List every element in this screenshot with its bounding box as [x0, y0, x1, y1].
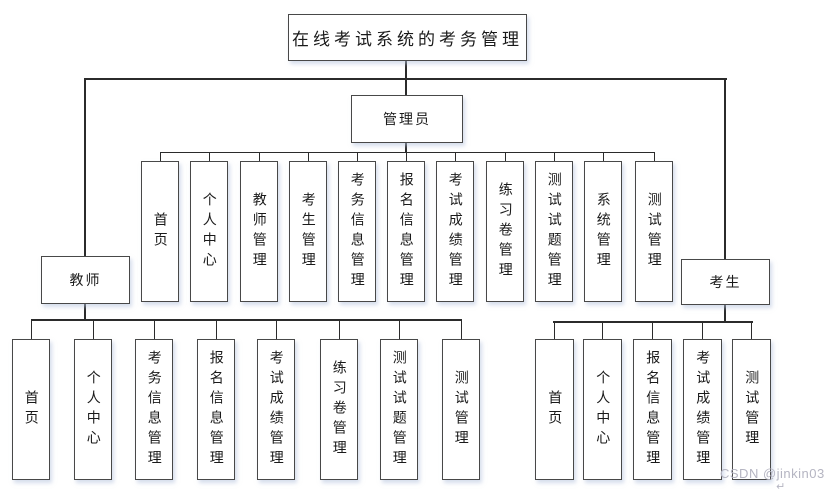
connector-line-admin-child-stub: [259, 152, 260, 161]
admin-role-box: 管理员: [351, 95, 463, 143]
connector-line-teacher-child-stub: [31, 321, 32, 339]
student-child-test-mgmt: 测试管理: [732, 339, 771, 480]
student-role-label: 考生: [709, 274, 742, 290]
connector-line-admin-child-stub: [308, 152, 309, 161]
diagram-title: 在线考试系统的考务管理: [292, 30, 523, 49]
connector-line-teacher-stub: [84, 303, 86, 321]
connector-line-admin-child-stub: [209, 152, 210, 161]
connector-line-student-child-stub: [602, 323, 603, 339]
connector-line-main-horizontal: [84, 78, 727, 80]
node-label: 测试试题管理: [546, 171, 563, 292]
connector-line-teacher-drop: [84, 78, 86, 256]
node-label: 练习卷管理: [331, 359, 348, 460]
node-label: 考务信息管理: [146, 349, 163, 470]
node-label: 测试管理: [646, 191, 663, 272]
admin-child-test-question-mgmt: 测试试题管理: [535, 161, 573, 302]
csdn-watermark: CSDN @jinkin03: [720, 466, 825, 481]
node-label: 个人中心: [595, 369, 612, 450]
connector-line-teacher-child-stub: [339, 321, 340, 339]
connector-line-admin-child-stub: [406, 152, 407, 161]
node-label: 报名信息管理: [208, 349, 225, 470]
connector-line-admin-stub: [405, 142, 407, 153]
teacher-child-exam-affairs-info-mgmt: 考务信息管理: [135, 339, 173, 480]
connector-line-student-child-stub: [702, 323, 703, 339]
admin-child-teacher-mgmt: 教师管理: [240, 161, 278, 302]
connector-line-admin-child-stub: [654, 152, 655, 161]
student-child-registration-info-mgmt: 报名信息管理: [633, 339, 672, 480]
connector-line-admin-bus: [160, 152, 655, 153]
teacher-child-personal-center: 个人中心: [74, 339, 112, 480]
node-label: 测试管理: [744, 369, 761, 450]
student-role-box: 考生: [681, 259, 770, 305]
student-child-personal-center: 个人中心: [583, 339, 622, 480]
connector-line-student-child-stub: [751, 323, 752, 339]
node-label: 练习卷管理: [497, 181, 514, 282]
admin-child-home: 首页: [141, 161, 179, 302]
node-label: 个人中心: [85, 369, 102, 450]
admin-role-label: 管理员: [383, 111, 431, 127]
admin-child-personal-center: 个人中心: [190, 161, 228, 302]
admin-child-practice-paper-mgmt: 练习卷管理: [486, 161, 524, 302]
connector-line-student-child-stub: [652, 323, 653, 339]
node-label: 报名信息管理: [398, 171, 415, 292]
connector-line-teacher-child-stub: [93, 321, 94, 339]
admin-child-exam-score-mgmt: 考试成绩管理: [436, 161, 474, 302]
connector-line-admin-child-stub: [603, 152, 604, 161]
node-label: 考生管理: [300, 191, 317, 272]
admin-child-registration-info-mgmt: 报名信息管理: [387, 161, 425, 302]
node-label: 考务信息管理: [349, 171, 366, 292]
node-label: 考试成绩管理: [447, 171, 464, 292]
admin-child-exam-affairs-info-mgmt: 考务信息管理: [338, 161, 376, 302]
node-label: 教师管理: [251, 191, 268, 272]
node-label: 考试成绩管理: [268, 349, 285, 470]
connector-line-admin-child-stub: [455, 152, 456, 161]
node-label: 考试成绩管理: [695, 349, 712, 470]
connector-line-admin-child-stub: [160, 152, 161, 161]
connector-line-student-child-stub: [554, 323, 555, 339]
node-label: 报名信息管理: [645, 349, 662, 470]
teacher-child-test-question-mgmt: 测试试题管理: [380, 339, 418, 480]
connector-line-teacher-child-stub: [399, 321, 400, 339]
connector-line-admin-child-stub: [357, 152, 358, 161]
teacher-role-box: 教师: [41, 256, 130, 304]
teacher-child-practice-paper-mgmt: 练习卷管理: [320, 339, 358, 480]
student-child-home: 首页: [535, 339, 574, 480]
admin-child-system-mgmt: 系统管理: [584, 161, 622, 302]
connector-line-student-drop: [724, 78, 726, 260]
connector-line-teacher-bus: [31, 319, 462, 321]
admin-child-test-mgmt: 测试管理: [635, 161, 673, 302]
connector-line-teacher-child-stub: [461, 321, 462, 339]
connector-line-admin-child-stub: [505, 152, 506, 161]
root-title-box: 在线考试系统的考务管理: [288, 14, 527, 61]
teacher-child-test-mgmt: 测试管理: [442, 339, 480, 480]
connector-line-teacher-child-stub: [276, 321, 277, 339]
node-label: 首页: [23, 389, 40, 430]
teacher-role-label: 教师: [69, 272, 102, 288]
node-label: 首页: [152, 211, 169, 252]
teacher-child-exam-score-mgmt: 考试成绩管理: [257, 339, 295, 480]
teacher-child-registration-info-mgmt: 报名信息管理: [197, 339, 235, 480]
node-label: 测试试题管理: [391, 349, 408, 470]
teacher-child-home: 首页: [12, 339, 50, 480]
node-label: 首页: [547, 389, 564, 430]
student-child-exam-score-mgmt: 考试成绩管理: [683, 339, 722, 480]
connector-line-teacher-child-stub: [154, 321, 155, 339]
return-arrow-icon: ↵: [776, 481, 786, 493]
connector-line-student-bus: [553, 321, 753, 323]
connector-line-admin-child-stub: [554, 152, 555, 161]
connector-line-student-stub: [724, 304, 726, 323]
admin-child-student-mgmt: 考生管理: [289, 161, 327, 302]
node-label: 系统管理: [595, 191, 612, 272]
connector-line-teacher-child-stub: [216, 321, 217, 339]
node-label: 个人中心: [201, 191, 218, 272]
node-label: 测试管理: [453, 369, 470, 450]
